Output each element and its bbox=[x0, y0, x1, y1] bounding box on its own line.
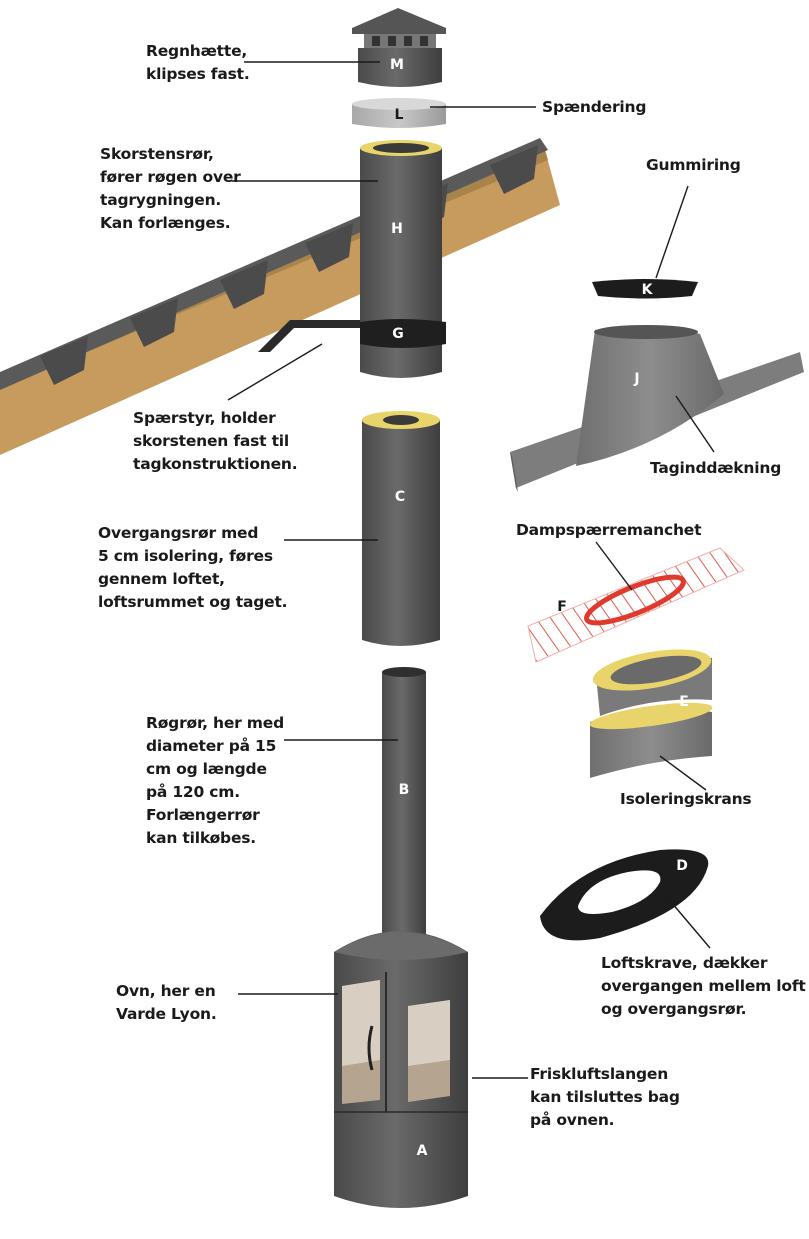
leader-lines bbox=[227, 61, 715, 1079]
part-j-roof-flashing bbox=[510, 325, 804, 492]
part-h-chimney-pipe bbox=[258, 140, 446, 378]
label-taginddaekning: Taginddækning bbox=[650, 459, 782, 477]
part-a-stove bbox=[334, 931, 468, 1208]
letter-l: L bbox=[394, 107, 404, 123]
letter-m: M bbox=[390, 57, 404, 73]
part-b-smoke-pipe bbox=[382, 667, 426, 950]
letter-e: E bbox=[679, 694, 689, 710]
leader-d bbox=[665, 895, 711, 949]
label-skorstensror: Skorstensrør, fører røgen over tagrygnin… bbox=[100, 145, 241, 232]
label-isoleringskrans: Isoleringskrans bbox=[620, 790, 752, 808]
label-overgangsror: Overgangsrør med 5 cm isolering, føres g… bbox=[98, 524, 288, 611]
label-gummiring: Gummiring bbox=[646, 156, 741, 174]
label-loftskrave: Loftskrave, dækker overgangen mellem lof… bbox=[601, 954, 806, 1018]
label-ovn: Ovn, her en Varde Lyon. bbox=[116, 982, 217, 1023]
part-m-rain-cap bbox=[352, 8, 446, 87]
letter-k: K bbox=[641, 282, 653, 298]
label-sparstyr: Spærstyr, holder skorstenen fast til tag… bbox=[133, 409, 298, 473]
letter-j: J bbox=[634, 371, 640, 387]
label-friskluft: Friskluftslangen kan tilsluttes bag på o… bbox=[530, 1065, 680, 1129]
leader-g bbox=[227, 343, 323, 401]
part-k-rubber-ring bbox=[592, 279, 698, 299]
part-c-transition-pipe bbox=[362, 411, 440, 646]
letter-h: H bbox=[391, 221, 403, 237]
label-regnhaette: Regnhætte, klipses fast. bbox=[146, 42, 250, 83]
part-e-insulation-collar bbox=[589, 649, 713, 778]
part-d-ceiling-collar bbox=[540, 849, 709, 941]
letter-a: A bbox=[416, 1143, 428, 1159]
letter-f: F bbox=[557, 599, 567, 615]
letter-b: B bbox=[398, 782, 410, 798]
label-rogror: Røgrør, her med diameter på 15 cm og læn… bbox=[146, 714, 284, 847]
leader-e bbox=[659, 755, 707, 791]
letter-g: G bbox=[392, 326, 404, 342]
leader-f bbox=[595, 541, 633, 591]
letter-c: C bbox=[394, 489, 406, 505]
leader-k bbox=[655, 185, 689, 279]
label-dampsparremanchet: Dampspærremanchet bbox=[516, 521, 702, 539]
part-l-tension-ring bbox=[352, 98, 446, 128]
letter-d: D bbox=[676, 858, 688, 874]
label-spaendering: Spændering bbox=[542, 98, 647, 116]
leader-j bbox=[675, 395, 715, 453]
